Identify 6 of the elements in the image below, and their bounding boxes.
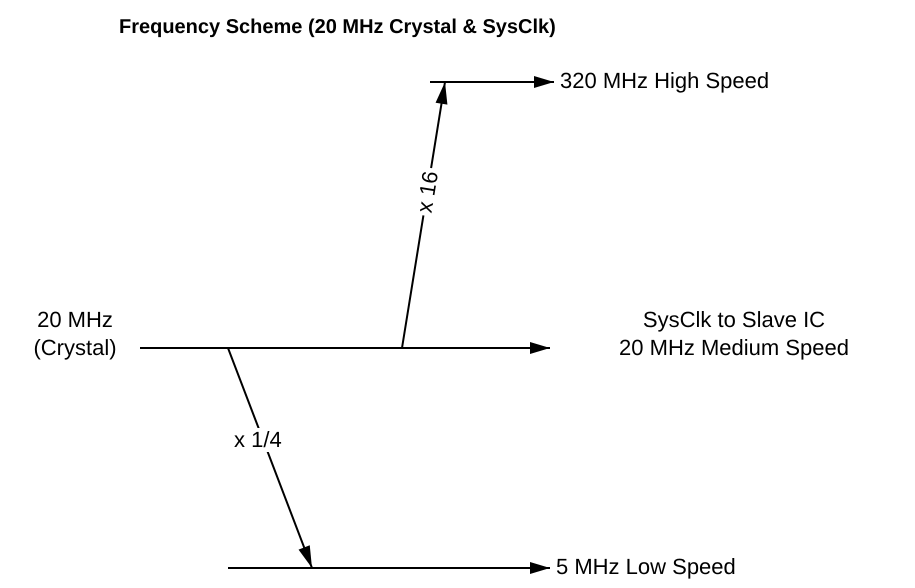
node-label: 20 MHz Medium Speed	[618, 334, 850, 362]
diagram-title: Frequency Scheme (20 MHz Crystal & SysClk)	[119, 16, 556, 39]
node-label: 320 MHz High Speed	[560, 67, 780, 95]
node-label: 5 MHz Low Speed	[556, 553, 756, 581]
node-label: 20 MHz (Crystal)	[5, 306, 145, 362]
node-label: SysClk to Slave IC	[642, 306, 826, 334]
